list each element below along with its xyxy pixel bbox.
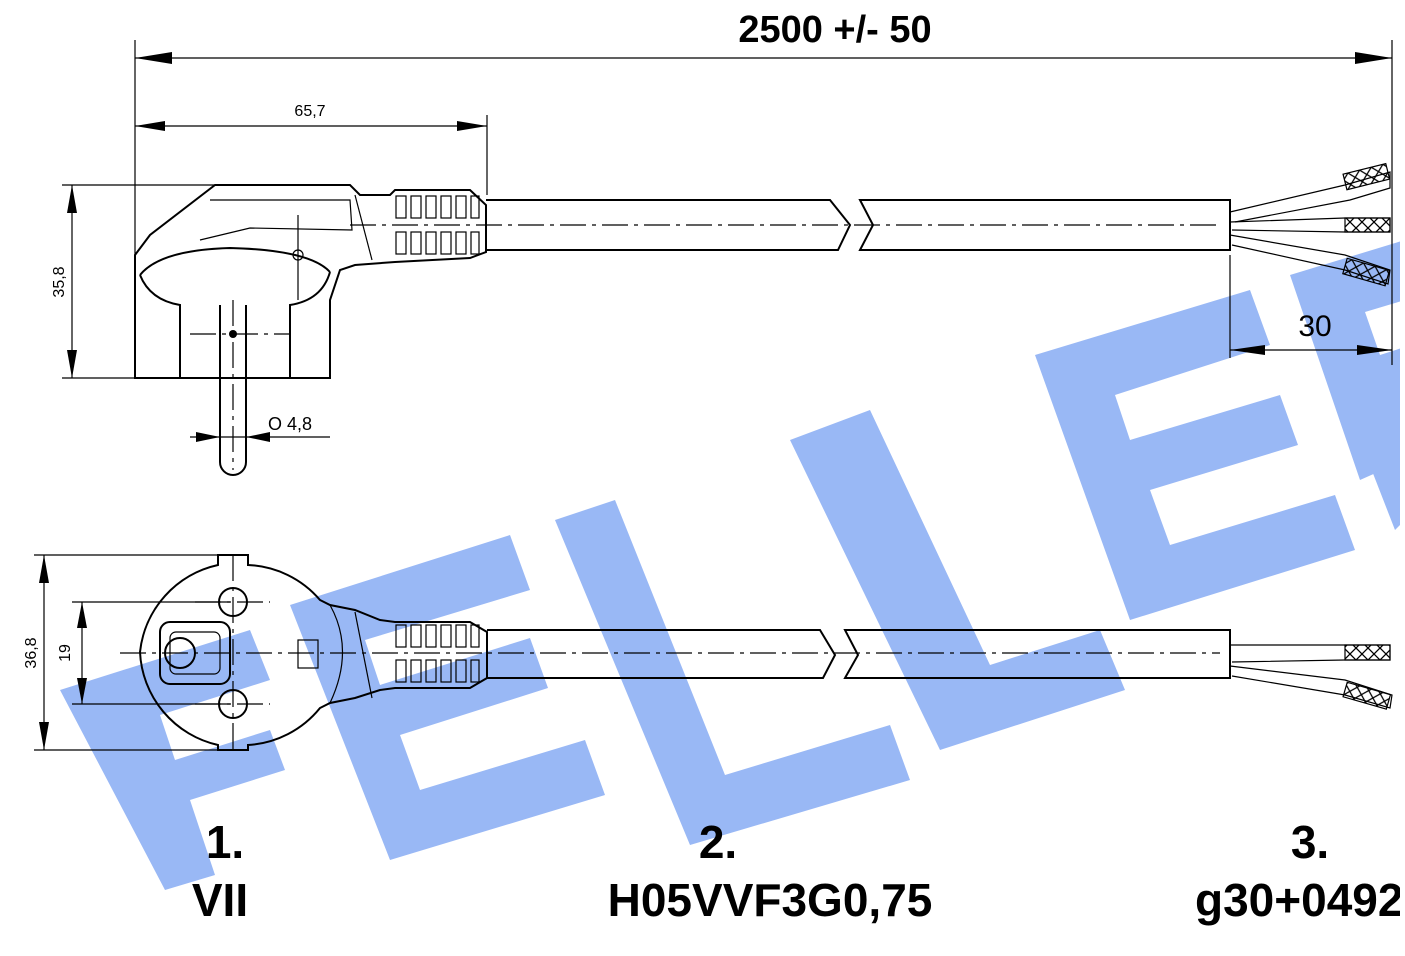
total-length-label: 2500 +/- 50 <box>738 9 931 51</box>
watermark-letter-r <box>1290 240 1405 530</box>
dimension-plug-length: 65,7 <box>135 103 488 195</box>
label-2-text: H05VVF3G0,75 <box>608 874 933 926</box>
label-2-number: 2. <box>699 816 737 868</box>
dimension-plug-height: 35,8 <box>51 184 215 379</box>
watermark-letter-f <box>60 630 285 890</box>
pin-diameter-label: O 4,8 <box>268 414 312 434</box>
dimension-strip-length: 30 <box>1229 255 1392 358</box>
plug-height-label: 35,8 <box>51 266 68 297</box>
label-3-text: g30+0492 <box>1195 874 1403 926</box>
watermark <box>60 240 1405 890</box>
label-1-text: VII <box>192 874 248 926</box>
watermark-letter-e2 <box>1035 290 1355 620</box>
plug-front-view <box>120 554 1393 755</box>
dimension-pin-spacing: 19 <box>57 601 230 705</box>
label-3-number: 3. <box>1291 816 1329 868</box>
watermark-letter-l1 <box>555 500 910 845</box>
grip-ribs-bottom <box>395 624 480 683</box>
plug-side-view <box>134 162 1391 476</box>
label-1-number: 1. <box>206 816 244 868</box>
grip-ribs-top <box>395 195 480 255</box>
dimension-total-length: 2500 +/- 50 <box>134 9 1393 365</box>
dimension-pin-diameter: O 4,8 <box>190 414 330 442</box>
face-height-label: 36,8 <box>23 637 40 668</box>
dimension-face-height: 36,8 <box>23 554 230 751</box>
strip-length-label: 30 <box>1298 310 1331 343</box>
plug-length-label: 65,7 <box>294 103 325 120</box>
item-labels: 1. VII 2. H05VVF3G0,75 3. g30+0492 <box>192 816 1404 926</box>
watermark-letter-e <box>290 535 605 860</box>
pin-spacing-label: 19 <box>57 644 74 662</box>
watermark-letter-l2 <box>790 410 1125 750</box>
